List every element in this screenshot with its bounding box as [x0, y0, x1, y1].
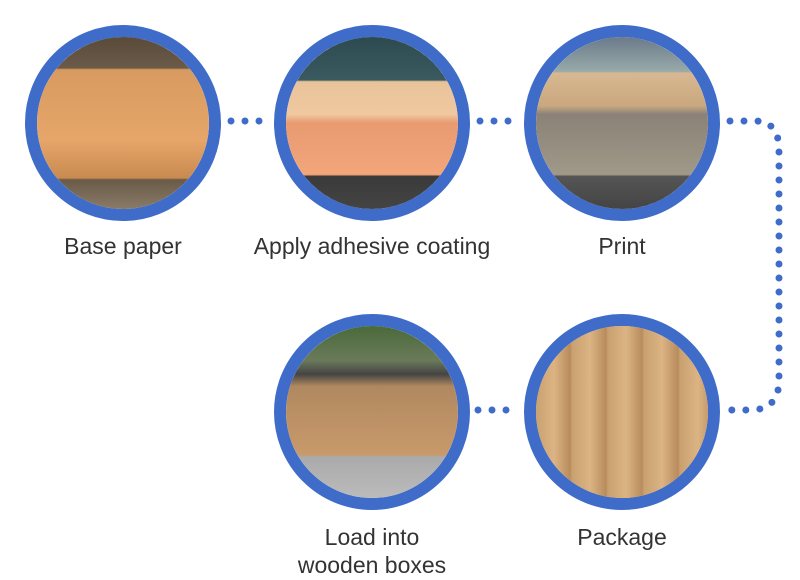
step-wooden-box-image — [274, 314, 470, 510]
step-package-image — [524, 314, 720, 510]
step-adhesive-image — [274, 25, 470, 221]
packaged-rolls-photo — [536, 326, 708, 498]
step-label-print: Print — [598, 233, 646, 259]
coating-machine-photo — [286, 37, 458, 209]
connector-3-4 — [726, 117, 783, 414]
printing-machine-photo — [536, 37, 708, 209]
wooden-crate-photo — [286, 326, 458, 498]
step-base-paper-image — [25, 25, 221, 221]
step-print-image — [524, 25, 720, 221]
step-label-base-paper: Base paper — [64, 233, 182, 259]
paper-roll-photo — [37, 37, 209, 209]
step-label-adhesive: Apply adhesive coating — [253, 233, 491, 259]
step-label-wooden-boxes: Load into wooden boxes — [297, 524, 447, 578]
step-label-package: Package — [577, 524, 667, 550]
